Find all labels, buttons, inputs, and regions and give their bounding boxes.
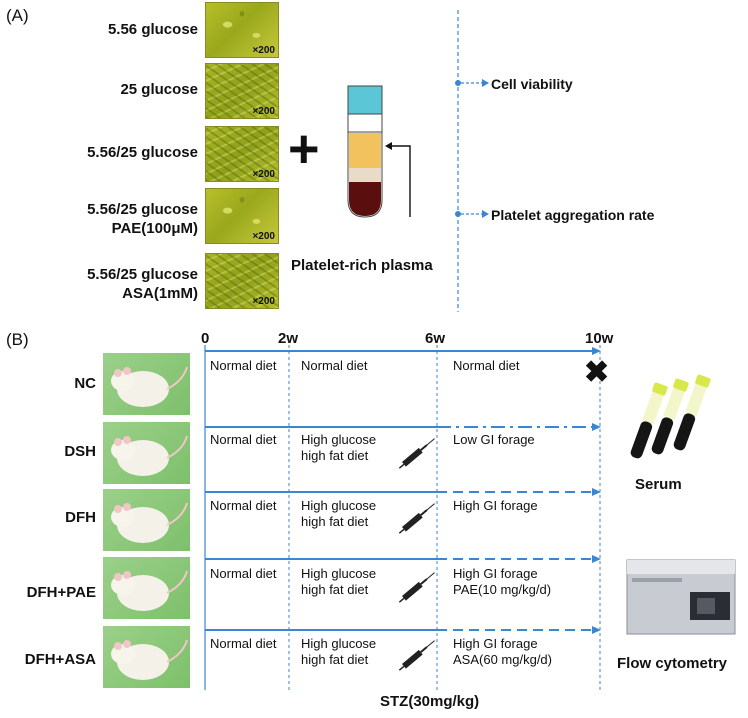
- week-0: 0: [201, 330, 210, 347]
- rat-photo-nc: [103, 353, 190, 415]
- magnification-label: ×200: [252, 106, 275, 117]
- nc-phase2: Normal diet: [301, 358, 368, 373]
- group-dfh-pae: DFH+PAE: [26, 584, 96, 601]
- serum-tubes-icon: [630, 374, 711, 459]
- panel-b-label: (B): [6, 330, 29, 349]
- micrograph-asa: ×200: [205, 253, 279, 309]
- syringe-icon: [398, 640, 435, 671]
- dsh-phase1: Normal diet: [210, 432, 277, 447]
- dfh-phase3: High GI forage: [453, 498, 538, 513]
- group-label-a4: 5.56/25 glucose PAE(100μM): [87, 201, 198, 237]
- dfh-pae-phase2: High glucose high fat diet: [301, 566, 377, 597]
- week-10: 10w: [585, 330, 614, 347]
- rat-photo-dfh-asa: [103, 626, 190, 688]
- rat-icon: [111, 366, 188, 407]
- micrograph-25-glucose: ×200: [205, 63, 279, 119]
- dfh-asa-phase3: High GI forage ASA(60 mg/kg/d): [453, 636, 552, 667]
- flow-cytometer-icon: [626, 559, 736, 635]
- micrograph-5-56-glucose: ×200: [205, 2, 279, 58]
- dfh-pae-phase3: High GI forage PAE(10 mg/kg/d): [453, 566, 552, 597]
- rat-icon: [111, 570, 188, 611]
- rat-photo-dsh: [103, 422, 190, 484]
- group-label-a2: 25 glucose: [120, 81, 198, 98]
- panel-a-connector: [455, 10, 489, 312]
- dsh-phase3: Low GI forage: [453, 432, 535, 447]
- nc-phase3: Normal diet: [453, 358, 520, 373]
- dfh-phase1: Normal diet: [210, 498, 277, 513]
- flow-cytometry-label: Flow cytometry: [617, 655, 728, 672]
- rat-photo-dfh: [103, 489, 190, 551]
- nc-phase1: Normal diet: [210, 358, 277, 373]
- end-marker-icon: ✖: [584, 356, 610, 389]
- output-platelet-aggregation: Platelet aggregation rate: [491, 207, 655, 223]
- week-2: 2w: [278, 330, 299, 347]
- micrograph-5-56-25-glucose: ×200: [205, 126, 279, 182]
- group-label-a5: 5.56/25 glucose ASA(1mM): [87, 266, 198, 302]
- magnification-label: ×200: [252, 169, 275, 180]
- dfh-asa-phase2: High glucose high fat diet: [301, 636, 377, 667]
- magnification-label: ×200: [252, 231, 275, 242]
- serum-label: Serum: [635, 476, 682, 493]
- group-label-a1: 5.56 glucose: [107, 21, 198, 38]
- micrograph-pae: ×200: [205, 188, 279, 244]
- plus-sign: +: [288, 119, 320, 179]
- panel-a-label: (A): [6, 6, 29, 25]
- dfh-pae-phase1: Normal diet: [210, 566, 277, 581]
- group-nc: NC: [74, 375, 96, 392]
- group-dsh: DSH: [64, 443, 96, 460]
- syringe-icon: [398, 572, 435, 603]
- magnification-label: ×200: [252, 296, 275, 307]
- rat-icon: [111, 639, 188, 680]
- group-dfh: DFH: [65, 509, 96, 526]
- platelet-rich-plasma-label: Platelet-rich plasma: [291, 257, 433, 274]
- output-cell-viability: Cell viability: [491, 76, 573, 92]
- rat-icon: [111, 502, 188, 543]
- group-dfh-asa: DFH+ASA: [24, 651, 96, 668]
- week-6: 6w: [425, 330, 446, 347]
- magnification-label: ×200: [252, 45, 275, 56]
- blood-tube-icon: [347, 85, 411, 218]
- syringe-icon: [398, 438, 435, 469]
- rat-icon: [111, 435, 188, 476]
- rat-photo-dfh-pae: [103, 557, 190, 619]
- dfh-phase2: High glucose high fat diet: [301, 498, 377, 529]
- syringe-icon: [398, 503, 435, 534]
- group-label-a3: 5.56/25 glucose: [87, 144, 198, 161]
- dfh-asa-phase1: Normal diet: [210, 636, 277, 651]
- dsh-phase2: High glucose high fat diet: [301, 432, 377, 463]
- stz-label: STZ(30mg/kg): [380, 693, 480, 710]
